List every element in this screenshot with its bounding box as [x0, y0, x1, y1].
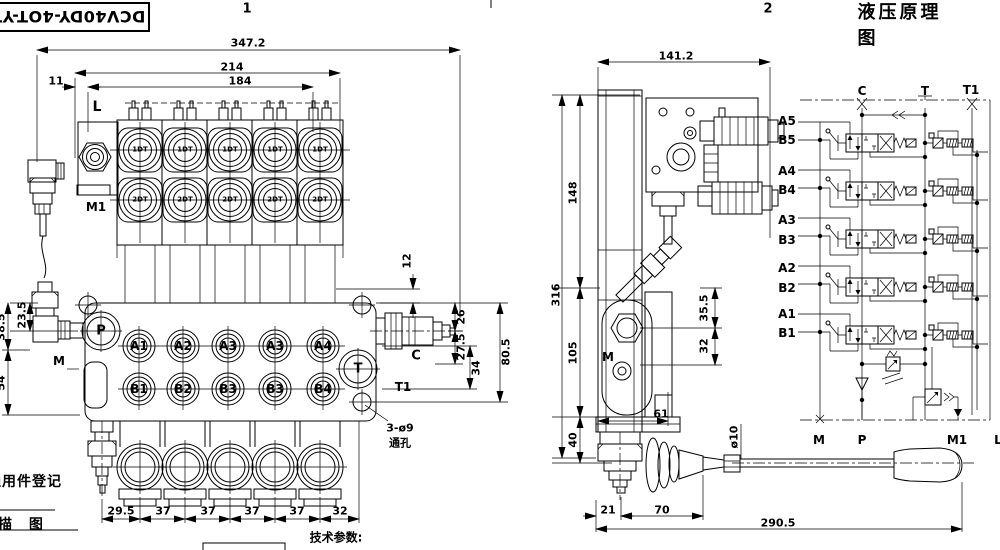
fv-dim-80-5: 80.5	[499, 338, 513, 366]
sv-dim-148: 148	[566, 181, 580, 205]
fv-port-c: C	[411, 348, 421, 364]
fv-dim-26: 26	[454, 309, 468, 325]
sv-dim-61: 61	[653, 407, 669, 421]
fv-port-m: M	[53, 354, 65, 368]
sch-port-a5: A5	[778, 114, 796, 128]
sch-port-b5: B5	[778, 133, 796, 147]
schematic-linework	[798, 95, 991, 424]
fv-port-a4: A4	[314, 339, 332, 353]
sv-dim-290-5: 290.5	[760, 516, 796, 530]
sch-port-b3: B3	[778, 233, 796, 247]
fv-solenoid-2dt-1: 2DT	[132, 195, 148, 204]
fv-port-b2: B2	[174, 382, 192, 396]
title-code: DCV40DY-4OT-YT	[0, 7, 146, 27]
fv-note-through-hole: 通孔	[389, 436, 411, 450]
sv-dim-316: 316	[549, 283, 563, 307]
fv-solenoid-1dt-2: 1DT	[177, 145, 193, 154]
fv-dim-347-2: 347.2	[230, 36, 266, 50]
fv-dim-11: 11	[48, 74, 64, 88]
title-block-tracing: 描 图	[0, 517, 49, 533]
zone-number-1: 1	[242, 1, 252, 17]
sch-port-b1: B1	[778, 326, 796, 340]
fv-port-a3: A3	[219, 339, 237, 353]
sch-port-t1: T1	[962, 83, 980, 97]
fv-solenoid-2dt-4: 2DT	[267, 195, 283, 204]
fv-port-b3b: B3	[266, 382, 284, 396]
fv-dim-37b: 37	[200, 504, 216, 518]
sch-port-a1: A1	[778, 307, 796, 321]
fv-solenoid-1dt-3: 1DT	[222, 145, 238, 154]
sch-port-b4: B4	[778, 183, 796, 197]
fv-dim-27-5: 27.5	[454, 333, 468, 361]
sv-dim-70: 70	[654, 503, 670, 517]
zone-number-2: 2	[763, 1, 773, 17]
fv-dim-184: 184	[228, 74, 252, 88]
fv-dim-34: 34	[469, 360, 483, 376]
fv-dim-37a: 37	[155, 504, 171, 518]
fv-port-b4: B4	[314, 382, 332, 396]
fv-solenoid-1dt-1: 1DT	[132, 145, 148, 154]
schematic-title: 液压原理图	[857, 2, 942, 49]
fv-port-a1: A1	[130, 339, 148, 353]
fv-port-t1: T1	[394, 380, 412, 394]
fv-port-t: T	[353, 361, 363, 377]
fv-dim-214: 214	[220, 60, 244, 74]
fv-solenoid-2dt-5: 2DT	[312, 195, 328, 204]
fv-dim-54: 54	[0, 375, 8, 391]
fv-port-p: P	[96, 323, 106, 339]
fv-port-b1: B1	[130, 382, 148, 396]
sch-port-a3: A3	[778, 213, 796, 227]
sch-port-c: C	[857, 84, 867, 98]
sv-dim-32: 32	[697, 338, 711, 354]
sv-dim-141-2: 141.2	[658, 49, 694, 63]
title-block-registry: 通用件登记	[0, 474, 62, 490]
fv-solenoid-1dt-5: 1DT	[312, 145, 328, 154]
fv-port-a3b: A3	[266, 339, 284, 353]
fv-note-3-d9: 3-ø9	[386, 421, 414, 435]
title-code-box: DCV40DY-4OT-YT	[0, 2, 150, 32]
sch-port-b2: B2	[778, 281, 796, 295]
fv-dim-12: 12	[400, 253, 414, 269]
fv-dim-38-5: 38.5	[0, 313, 8, 341]
sch-port-a4: A4	[778, 164, 796, 178]
sch-port-a2: A2	[778, 261, 796, 275]
fv-port-b3: B3	[219, 382, 237, 396]
sch-port-m: M	[813, 433, 825, 447]
fv-dim-23-5: 23.5	[15, 301, 29, 329]
fv-dim-37c: 37	[244, 504, 260, 518]
sv-dim-dia10: ø10	[727, 425, 741, 449]
sch-port-t: T	[920, 84, 930, 98]
sv-dim-21: 21	[600, 503, 616, 517]
fv-dim-37d: 37	[289, 504, 305, 518]
sch-port-l: L	[994, 433, 1000, 447]
sv-port-m: M	[602, 350, 614, 364]
fv-solenoid-2dt-2: 2DT	[177, 195, 193, 204]
tech-params-label: 技术参数:	[309, 530, 363, 545]
fv-solenoid-2dt-3: 2DT	[222, 195, 238, 204]
fv-dim-32: 32	[332, 504, 348, 518]
title-block-linework	[0, 509, 286, 550]
front-view-linework	[2, 0, 508, 523]
sv-dim-35-5: 35.5	[697, 294, 711, 322]
fv-port-l: L	[92, 99, 102, 115]
sv-dim-40: 40	[566, 432, 580, 448]
fv-port-a2: A2	[174, 339, 192, 353]
fv-dim-29-5: 29.5	[107, 504, 135, 518]
side-view-linework	[552, 58, 974, 533]
fv-solenoid-1dt-4: 1DT	[267, 145, 283, 154]
sch-port-p: P	[857, 433, 867, 447]
sch-port-m1: M1	[946, 433, 968, 447]
sv-dim-105: 105	[566, 341, 580, 365]
fv-port-m1: M1	[85, 200, 107, 214]
